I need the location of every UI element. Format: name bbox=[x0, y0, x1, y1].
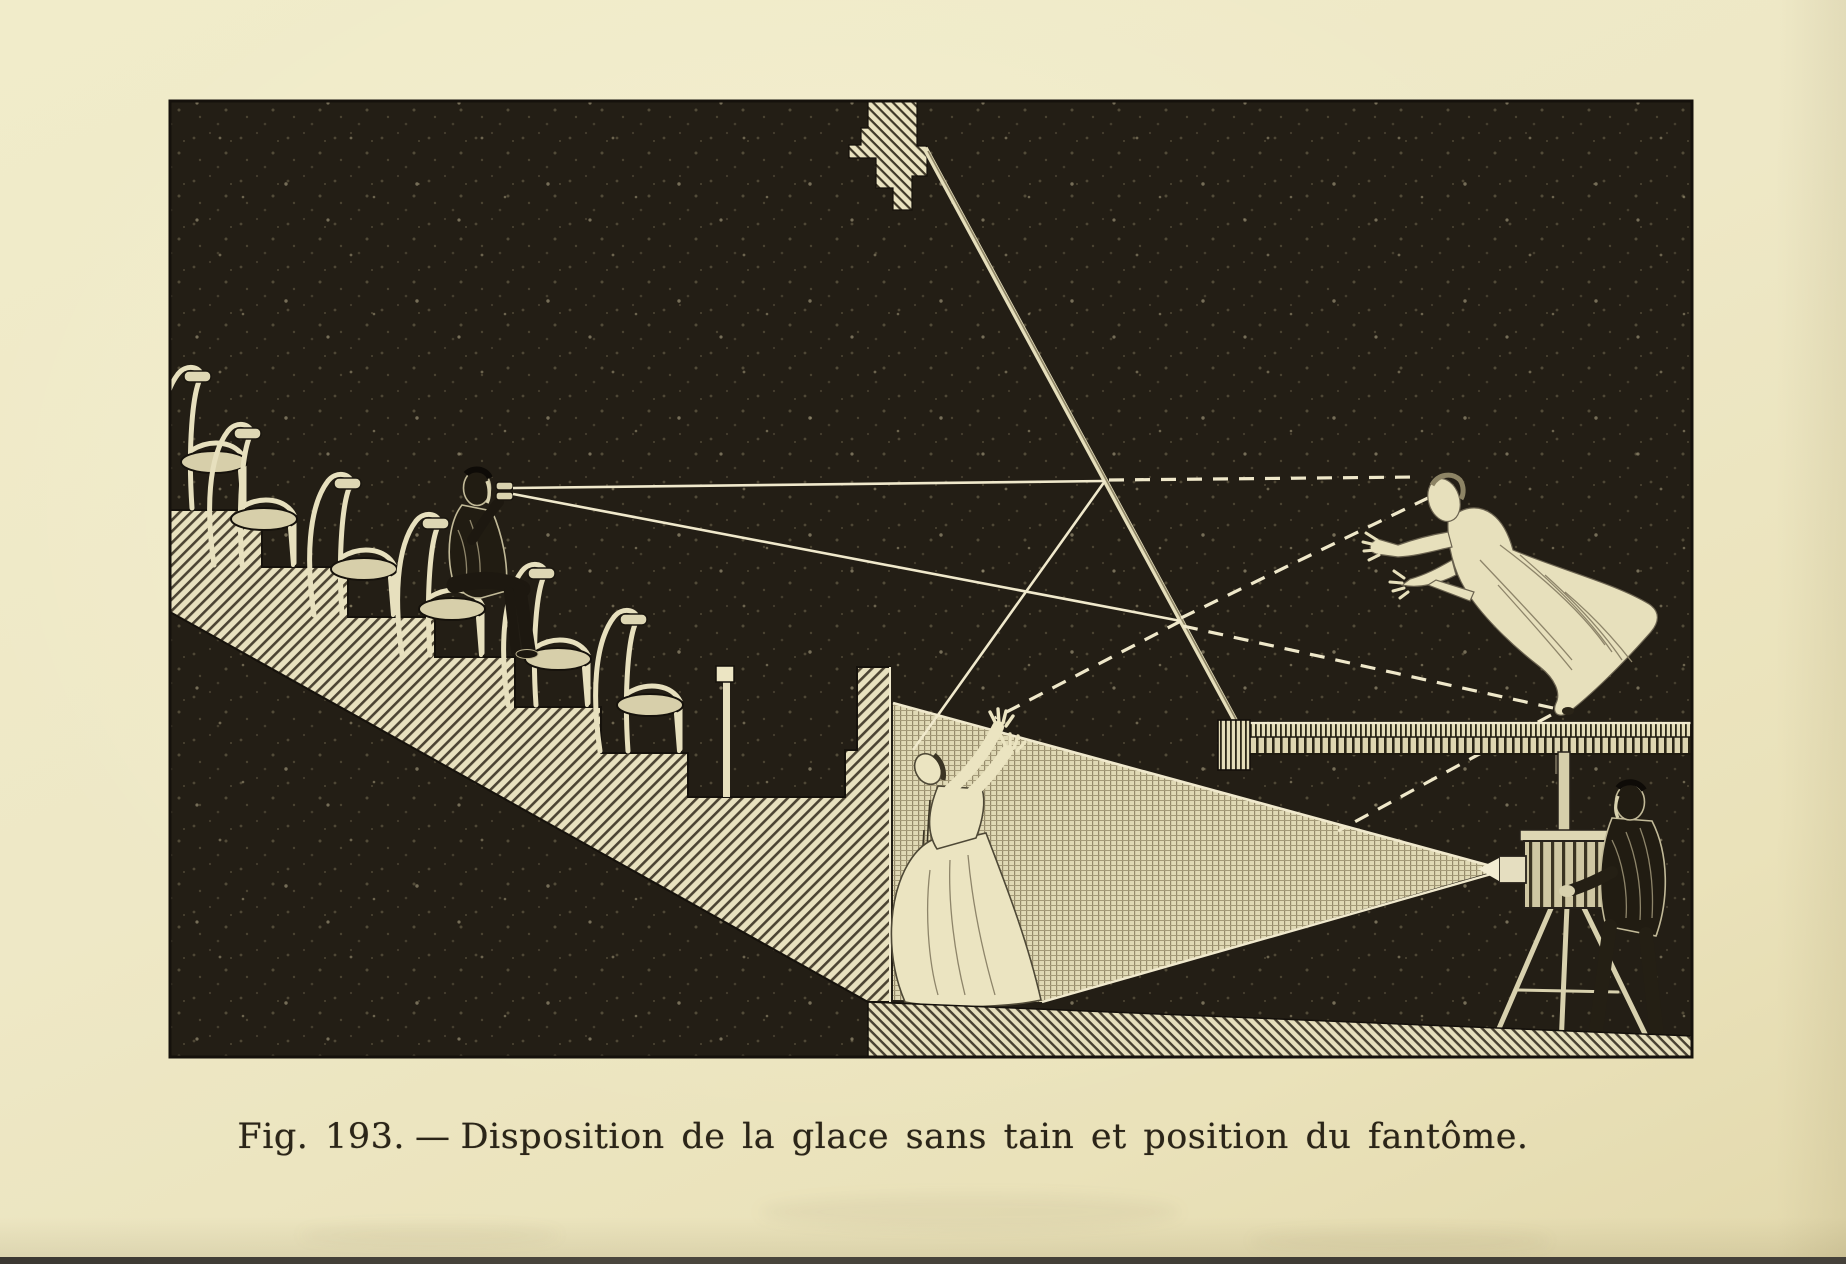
spectator-figure bbox=[446, 466, 539, 659]
caption-text: Disposition de la glace sans tain et pos… bbox=[460, 1117, 1529, 1157]
railing-post bbox=[723, 680, 730, 797]
magic-lantern bbox=[1478, 751, 1651, 1049]
pit-actor-figure bbox=[890, 707, 1042, 1008]
page-edge-shading-bottom bbox=[0, 1217, 1846, 1257]
amphitheater-steps bbox=[170, 509, 891, 1003]
figure-caption: Fig. 193.—Disposition de la glace sans t… bbox=[170, 1114, 1692, 1160]
caption-separator: — bbox=[415, 1117, 451, 1157]
plate-border bbox=[168, 99, 1694, 1059]
glass-foot-bracket bbox=[1217, 719, 1251, 771]
opera-glasses bbox=[495, 481, 514, 501]
pit-floor bbox=[867, 1001, 1692, 1057]
ghost-figure bbox=[1361, 472, 1658, 716]
figure-label: Fig. 193. bbox=[237, 1117, 405, 1157]
page-edge-shading-right bbox=[1776, 0, 1846, 1264]
ceiling-aperture bbox=[848, 101, 928, 211]
scan-edge-strip bbox=[0, 1257, 1846, 1264]
projectionist-figure bbox=[1559, 779, 1676, 1046]
lantern-lens bbox=[1498, 855, 1527, 884]
sight-lines bbox=[512, 479, 1182, 751]
stage-floor-strip bbox=[1217, 719, 1692, 774]
